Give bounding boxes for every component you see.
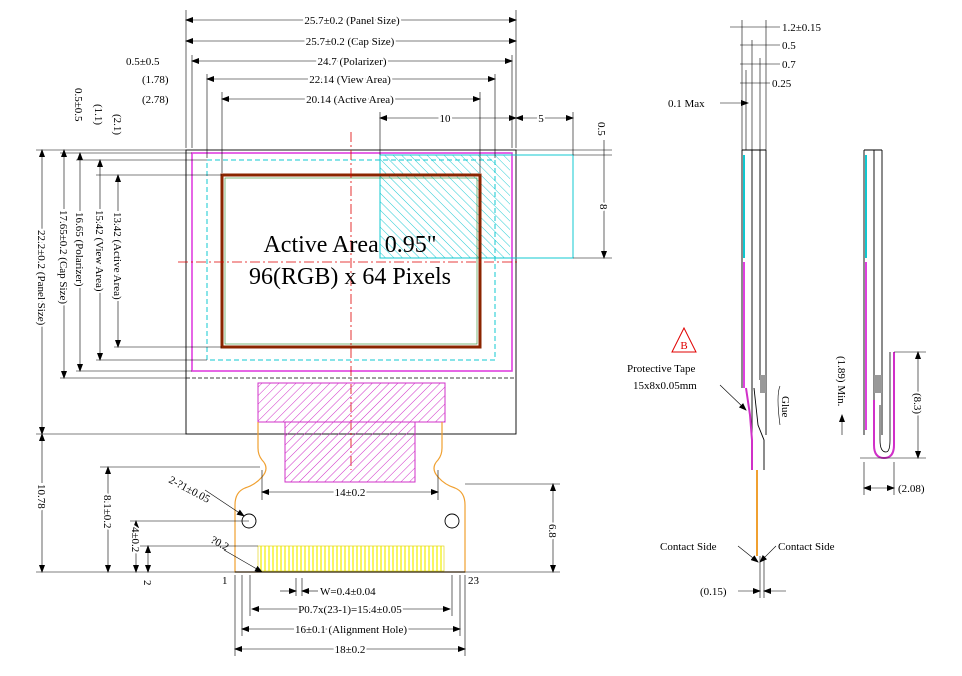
dim-view-height: 15.42 (View Area) bbox=[93, 210, 105, 292]
dim-fpc-neck: 14±0.2 bbox=[335, 487, 366, 499]
tape-label: Protective Tape bbox=[627, 363, 695, 375]
dim-left-active-offset: (2.1) bbox=[111, 114, 123, 135]
pin-first: 1 bbox=[222, 575, 228, 587]
dim-tape-width: 10 bbox=[440, 113, 452, 125]
bent-fpc bbox=[873, 352, 895, 460]
side-fpc-black bbox=[753, 387, 765, 470]
dim-cap-height: 17.65±0.2 (Cap Size) bbox=[57, 210, 69, 304]
dim-polarizer-height: 16.65 (Polarizer) bbox=[73, 212, 85, 287]
dim-fpc-right-height: 6.8 bbox=[546, 524, 558, 538]
dim-max: 0.1 Max bbox=[668, 98, 705, 110]
side-view: 1.2±0.15 0.5 0.7 0.25 0.1 Max B Protecti… bbox=[627, 20, 926, 598]
side-glue bbox=[760, 375, 766, 393]
tape-hatch bbox=[380, 155, 510, 258]
contact-side-right: Contact Side bbox=[778, 541, 835, 553]
dim-panel-height: 22.2±0.2 (Panel Size) bbox=[35, 230, 47, 326]
contact-pads bbox=[257, 545, 445, 572]
bent-width: (2.08) bbox=[898, 483, 925, 495]
dim-tape-top: 0.5 bbox=[595, 122, 607, 136]
dim-hole-height: 4±0.2 bbox=[129, 527, 141, 552]
dim-active-width: 20.14 (Active Area) bbox=[306, 94, 394, 106]
front-view: Active Area 0.95" 96(RGB) x 64 Pixels 25… bbox=[33, 10, 612, 658]
pixel-count: 96(RGB) x 64 Pixels bbox=[249, 264, 451, 290]
right-dimensions: 0.5 8 bbox=[516, 122, 612, 259]
active-area-title: Active Area 0.95" bbox=[263, 232, 436, 258]
dim-thk-3: 0.25 bbox=[772, 78, 792, 90]
dim-pad-height: 2 bbox=[141, 580, 153, 586]
dim-active-height: 13.42 (Active Area) bbox=[111, 212, 123, 300]
revision-letter: B bbox=[680, 340, 687, 352]
dim-left-view-offset: (1.1) bbox=[92, 104, 104, 125]
dim-thk-1: 0.5 bbox=[782, 40, 796, 52]
side-fpc-pink bbox=[745, 387, 753, 470]
contact-side-left: Contact Side bbox=[660, 541, 717, 553]
dim-thk-2: 0.7 bbox=[782, 59, 796, 71]
dim-fpc-height: 8.1±0.2 bbox=[101, 495, 113, 529]
dim-alignment: 16±0.1 (Alignment Hole) bbox=[295, 624, 407, 636]
dim-active-offset: (2.78) bbox=[142, 94, 169, 106]
bent-height: (8.3) bbox=[911, 393, 923, 414]
dim-view-offset: (1.78) bbox=[142, 74, 169, 86]
bent-glue bbox=[874, 375, 882, 393]
dim-left-pol-offset: 0.5±0.5 bbox=[72, 88, 84, 122]
dim-pin-width: W=0.4±0.04 bbox=[320, 586, 376, 598]
ic-upper-block bbox=[257, 382, 446, 423]
alignment-hole-right bbox=[444, 513, 460, 529]
fpc-thickness: (0.15) bbox=[700, 586, 727, 598]
bent-min: (1.89) Min. bbox=[835, 356, 847, 407]
top-dimensions: 25.7±0.2 (Panel Size) 25.7±0.2 (Cap Size… bbox=[126, 10, 574, 173]
dim-tail-height: 10.78 bbox=[35, 484, 47, 509]
dim-polarizer-width: 24.7 (Polarizer) bbox=[317, 56, 386, 68]
revision-mark bbox=[671, 326, 697, 353]
dim-pin-pitch: P0.7x(23-1)=15.4±0.05 bbox=[298, 604, 402, 616]
dim-cap-width: 25.7±0.2 (Cap Size) bbox=[306, 36, 395, 48]
dim-polarizer-offset: 0.5±0.5 bbox=[126, 56, 160, 68]
glue-label: Glue bbox=[779, 396, 791, 418]
left-dimensions: 22.2±0.2 (Panel Size) 10.78 17.65±0.2 (C… bbox=[33, 88, 235, 573]
tape-size: 15x8x0.05mm bbox=[633, 380, 697, 392]
dim-total-thickness: 1.2±0.15 bbox=[782, 22, 822, 34]
pin-last: 23 bbox=[468, 575, 480, 587]
dim-panel-width: 25.7±0.2 (Panel Size) bbox=[304, 15, 400, 27]
dim-fpc-total: 18±0.2 bbox=[335, 644, 366, 656]
dim-tape-height: 8 bbox=[597, 204, 609, 210]
dim-tape-offset: 5 bbox=[538, 113, 544, 125]
tape-outline bbox=[379, 154, 574, 259]
dim-corner-radius: ?0.2 bbox=[209, 534, 231, 553]
ic-lower-block bbox=[284, 421, 416, 483]
dim-view-width: 22.14 (View Area) bbox=[309, 74, 391, 86]
